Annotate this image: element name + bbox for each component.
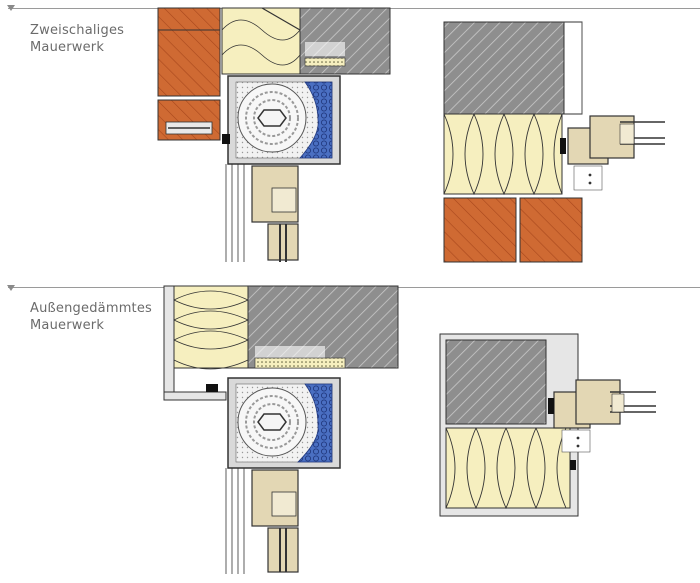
insulation-layer: [445, 427, 571, 509]
section-caption: Zweischaliges Mauerwerk: [30, 22, 124, 56]
section-marker-icon: [7, 5, 15, 11]
insulation-layer: [173, 285, 249, 369]
brick-layer: [519, 197, 583, 263]
caption-line-1: Außengedämmtes: [30, 301, 153, 316]
brick-layer: [157, 7, 221, 97]
caption-line-1: Zweischaliges: [30, 23, 125, 38]
insulation-layer: [221, 7, 301, 75]
insulation-layer: [443, 113, 563, 195]
caption-line-2: Mauerwerk: [30, 40, 105, 55]
caption-line-2: Mauerwerk: [30, 318, 105, 333]
concrete-layer: [443, 21, 565, 115]
section2-horizontal-detail: [439, 333, 656, 517]
section1-horizontal-detail: [443, 21, 665, 263]
section-marker-icon: [7, 285, 15, 291]
section-caption: Außengedämmtes Mauerwerk: [30, 300, 152, 334]
section2-vertical-detail: [163, 285, 399, 574]
brick-layer: [443, 197, 517, 263]
section1-vertical-detail: [157, 7, 391, 262]
concrete-layer: [445, 339, 547, 425]
